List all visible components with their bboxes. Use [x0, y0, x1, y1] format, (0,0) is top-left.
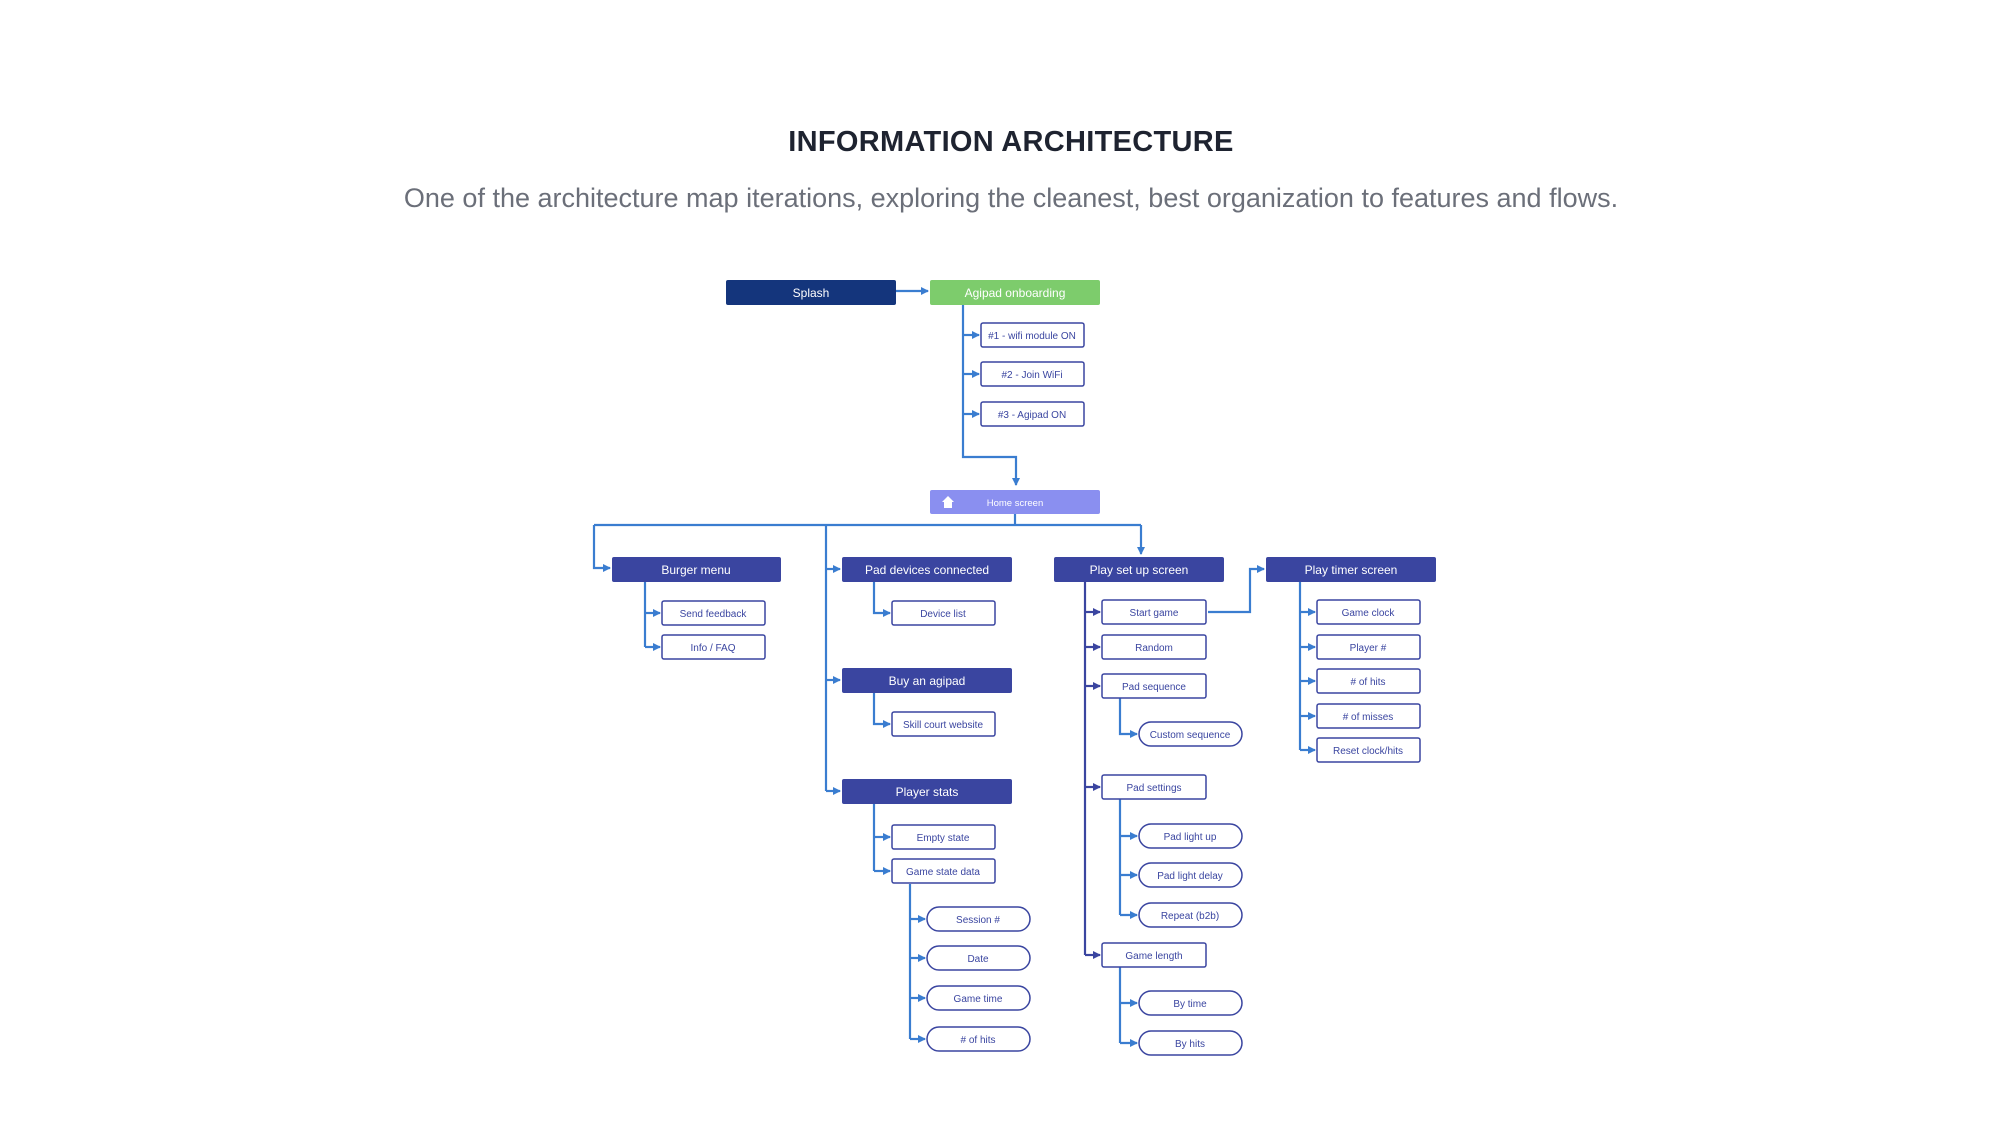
home-node: Home screen — [930, 490, 1100, 514]
misses-label: # of misses — [1343, 712, 1394, 723]
reset-clock-label: Reset clock/hits — [1333, 746, 1403, 757]
buy-agipad-node: Buy an agipad — [842, 668, 1012, 693]
play-setup-label: Play set up screen — [1090, 563, 1189, 577]
pad-light-delay-label: Pad light delay — [1157, 871, 1223, 882]
pill-node: Repeat (b2b) — [1138, 902, 1243, 928]
leaf-node: Info / FAQ — [661, 634, 766, 660]
home-icon — [942, 496, 954, 508]
leaf-node: Game clock — [1316, 599, 1421, 625]
player-stats-label: Player stats — [896, 785, 959, 799]
pill-node: # of hits — [926, 1026, 1031, 1052]
page-title: INFORMATION ARCHITECTURE — [788, 126, 1234, 158]
pill-node: Pad light up — [1138, 823, 1243, 849]
play-setup-node: Play set up screen — [1054, 557, 1224, 582]
pad-settings-label: Pad settings — [1126, 783, 1181, 794]
empty-state-label: Empty state — [917, 833, 970, 844]
join-wifi-label: #2 - Join WiFi — [1001, 370, 1062, 381]
game-length-label: Game length — [1125, 951, 1182, 962]
home-label: Home screen — [987, 498, 1044, 509]
by-time-label: By time — [1173, 999, 1207, 1010]
player-stats-node: Player stats — [842, 779, 1012, 804]
onboarding-label: Agipad onboarding — [965, 286, 1066, 300]
wifi-module-label: #1 - wifi module ON — [988, 331, 1076, 342]
custom-sequence-label: Custom sequence — [1150, 730, 1231, 741]
onboarding-step-node: #3 - Agipad ON — [980, 401, 1085, 427]
game-clock-label: Game clock — [1342, 608, 1396, 619]
device-list-label: Device list — [920, 609, 966, 620]
pill-node: Game time — [926, 985, 1031, 1011]
leaf-node: Device list — [891, 600, 996, 626]
leaf-node: Game state data — [891, 858, 996, 884]
onboarding-step-node: #1 - wifi module ON — [980, 322, 1085, 348]
leaf-node: Skill court website — [891, 711, 996, 737]
buy-agipad-label: Buy an agipad — [889, 674, 966, 688]
leaf-node: Pad settings — [1101, 774, 1207, 800]
start-game-label: Start game — [1130, 608, 1179, 619]
leaf-node: # of hits — [1316, 668, 1421, 694]
leaf-node: Start game — [1101, 599, 1207, 625]
play-timer-node: Play timer screen — [1266, 557, 1436, 582]
leaf-node: Pad sequence — [1101, 673, 1207, 699]
player-num-label: Player # — [1350, 643, 1387, 654]
game-state-data-label: Game state data — [906, 867, 980, 878]
leaf-node: Send feedback — [661, 600, 766, 626]
leaf-node: Player # — [1316, 634, 1421, 660]
leaf-node: Random — [1101, 634, 1207, 660]
repeat-b2b-label: Repeat (b2b) — [1161, 911, 1219, 922]
pad-devices-node: Pad devices connected — [842, 557, 1012, 582]
game-time-label: Game time — [954, 994, 1003, 1005]
session-label: Session # — [956, 915, 1000, 926]
onboarding-step-node: #2 - Join WiFi — [980, 361, 1085, 387]
pill-node: Custom sequence — [1138, 721, 1243, 747]
pad-light-up-label: Pad light up — [1164, 832, 1217, 843]
pad-sequence-label: Pad sequence — [1122, 682, 1186, 693]
send-feedback-label: Send feedback — [680, 609, 748, 620]
play-timer-label: Play timer screen — [1305, 563, 1398, 577]
pill-node: By hits — [1138, 1030, 1243, 1056]
burger-menu-node: Burger menu — [612, 557, 781, 582]
info-faq-label: Info / FAQ — [690, 643, 735, 654]
pill-node: Session # — [926, 906, 1031, 932]
pill-node: By time — [1138, 990, 1243, 1016]
stats-hits-label: # of hits — [960, 1035, 995, 1046]
connectors — [592, 287, 1316, 1047]
pill-node: Pad light delay — [1138, 862, 1243, 888]
timer-hits-label: # of hits — [1350, 677, 1385, 688]
setup-connectors — [1083, 582, 1101, 959]
leaf-node: # of misses — [1316, 703, 1421, 729]
skill-court-label: Skill court website — [903, 720, 983, 731]
pad-devices-label: Pad devices connected — [865, 563, 989, 577]
onboarding-node: Agipad onboarding — [930, 280, 1100, 305]
pill-node: Date — [926, 945, 1031, 971]
random-label: Random — [1135, 643, 1173, 654]
burger-menu-label: Burger menu — [661, 563, 730, 577]
leaf-node: Empty state — [891, 824, 996, 850]
leaf-node: Reset clock/hits — [1316, 737, 1421, 763]
splash-node: Splash — [726, 280, 896, 305]
date-label: Date — [967, 954, 989, 965]
splash-label: Splash — [793, 286, 830, 300]
leaf-node: Game length — [1101, 942, 1207, 968]
agipad-on-label: #3 - Agipad ON — [998, 410, 1066, 421]
by-hits-label: By hits — [1175, 1039, 1205, 1050]
page-subtitle: One of the architecture map iterations, … — [403, 183, 1619, 213]
